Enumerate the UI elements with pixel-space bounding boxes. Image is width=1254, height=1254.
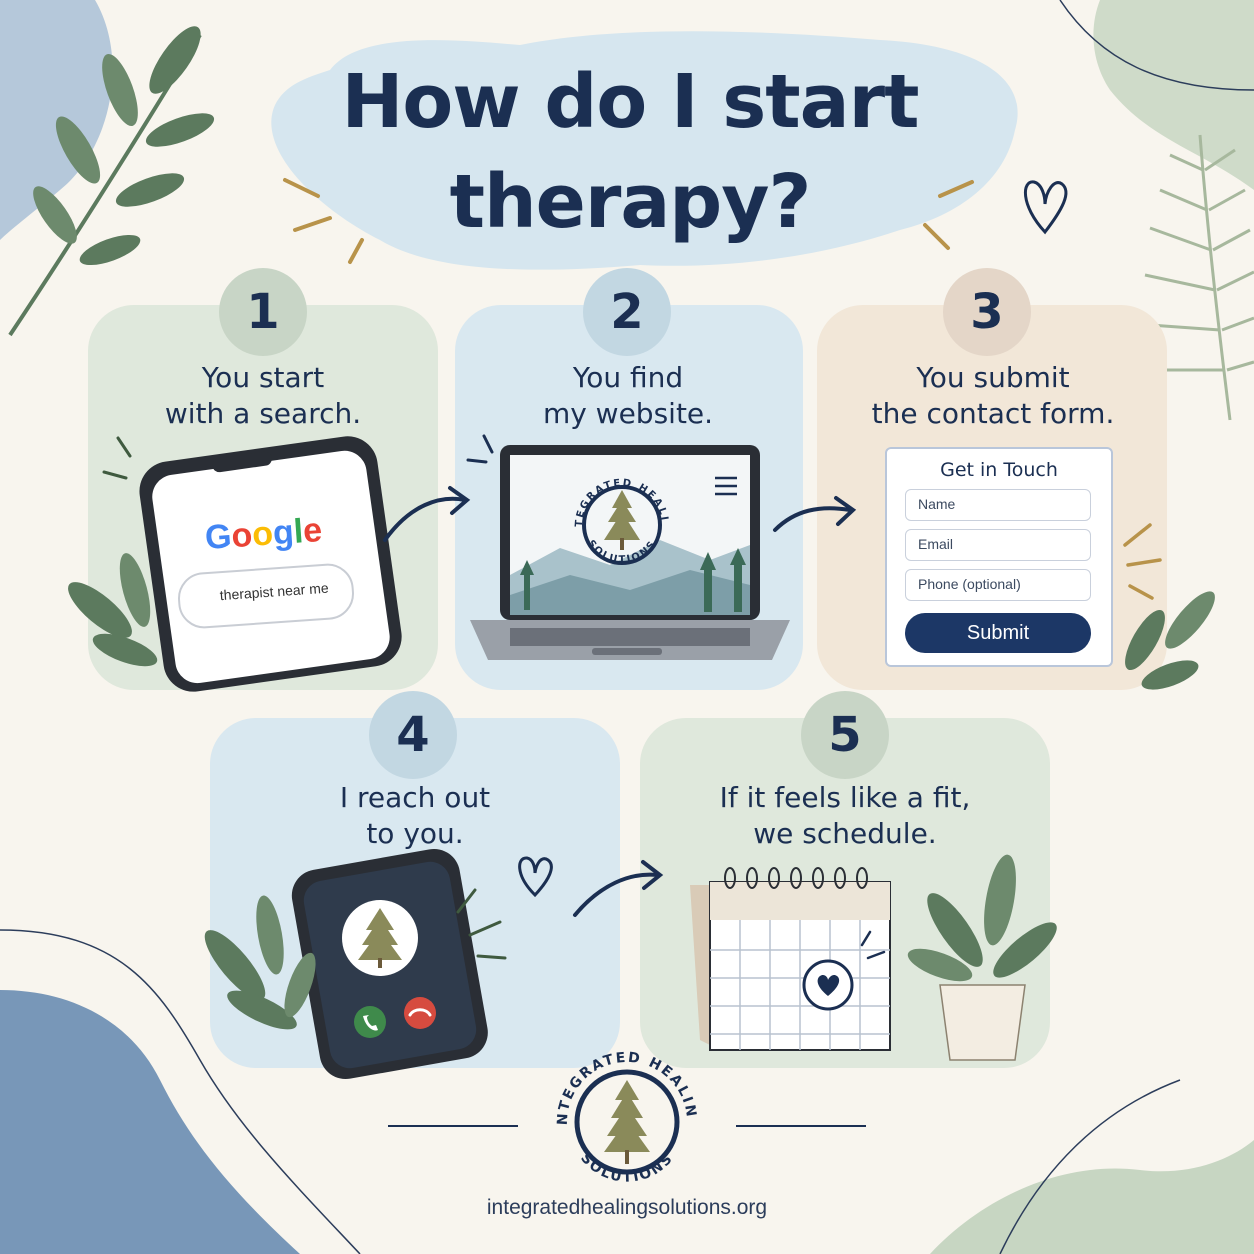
corner-blob-bottom-right xyxy=(930,1140,1254,1254)
calendar-cue-marks xyxy=(860,930,886,960)
corner-blob-top-right xyxy=(1093,0,1254,190)
laptop-icon xyxy=(470,445,790,660)
title-sparkles-right xyxy=(923,180,974,250)
fern-right xyxy=(1144,134,1254,421)
step-4-number: 4 xyxy=(396,707,430,763)
google-logo-letter: G xyxy=(203,517,233,558)
step-2-circle xyxy=(583,268,671,356)
step-4-caption-line1: I reach out xyxy=(339,781,491,814)
title-cloud xyxy=(271,31,1018,270)
google-logo-letter: o xyxy=(230,515,254,556)
swoosh-line-top-right xyxy=(1059,0,1254,91)
email-field-label: Email xyxy=(918,536,954,552)
call-cue-marks xyxy=(456,888,507,960)
logo-ring-footer xyxy=(574,1069,680,1175)
page-title: How do I start therapy? xyxy=(270,52,990,252)
phone-field-label: Phone (optional) xyxy=(918,576,1021,592)
corner-blob-bottom-left xyxy=(0,990,300,1254)
step-1-caption-line1: You start xyxy=(201,361,325,394)
name-field-label: Name xyxy=(918,496,956,512)
phone-cue-marks xyxy=(102,436,132,480)
potted-plant-icon xyxy=(907,854,1057,1061)
leaf-branch-top-left xyxy=(8,26,215,337)
step-1-caption: You start with a search. xyxy=(110,360,416,432)
google-logo-letter: o xyxy=(250,514,275,554)
title-line-2: therapy? xyxy=(449,159,812,245)
search-query: therapist near me xyxy=(219,579,330,604)
google-logo-letter: g xyxy=(271,512,296,553)
contact-form-title: Get in Touch xyxy=(940,459,1058,481)
leaf-cluster-step1 xyxy=(68,553,158,667)
step-4-circle xyxy=(369,691,457,779)
step-3-number: 3 xyxy=(970,284,1004,340)
step-1-caption-line2: with a search. xyxy=(164,397,362,430)
heart-icon-top xyxy=(1023,180,1068,235)
step-3-circle xyxy=(943,268,1031,356)
title-line-1: How do I start xyxy=(341,59,920,145)
name-field[interactable]: Name xyxy=(905,489,1091,521)
step-5-circle xyxy=(801,691,889,779)
step-5-caption: If it feels like a fit, we schedule. xyxy=(670,780,1020,852)
arrow-step4-to-5 xyxy=(573,860,664,917)
submit-button[interactable]: Submit xyxy=(905,613,1091,653)
step-1-number: 1 xyxy=(246,284,280,340)
email-field[interactable]: Email xyxy=(905,529,1091,561)
step-3-caption: You submit the contact form. xyxy=(835,360,1151,432)
footer-url[interactable]: integratedhealingsolutions.org xyxy=(486,1196,768,1219)
arrow-step1-to-2 xyxy=(383,486,471,542)
step-5-number: 5 xyxy=(828,707,862,763)
swoosh-line-bottom-right xyxy=(999,1079,1181,1254)
google-logo-letter: e xyxy=(301,510,324,551)
google-logo: Google xyxy=(204,511,324,558)
title-sparkles-left xyxy=(283,178,364,264)
leaf-cluster-step4 xyxy=(204,895,316,1030)
swoosh-line-left xyxy=(0,929,361,1254)
step-2-caption-line2: my website. xyxy=(542,397,714,430)
step-5-caption-line1: If it feels like a fit, xyxy=(719,781,971,814)
logo-ring-laptop xyxy=(582,485,662,565)
arrow-step2-to-3 xyxy=(773,496,857,532)
step-1-circle xyxy=(219,268,307,356)
laptop-cue-marks xyxy=(466,434,494,464)
heart-icon-calendar xyxy=(817,974,840,996)
heart-icon-step4 xyxy=(518,856,553,898)
contact-form: Get in Touch Name Email Phone (optional)… xyxy=(885,447,1113,667)
step-2-caption: You find my website. xyxy=(475,360,781,432)
step-3-caption-line2: the contact form. xyxy=(871,397,1115,430)
smartphone-icon xyxy=(139,436,402,692)
step-4-caption-line2: to you. xyxy=(366,817,464,850)
step-2-caption-line1: You find xyxy=(572,361,684,394)
step-4-caption: I reach out to you. xyxy=(260,780,570,852)
accept-call-icon xyxy=(354,1006,386,1038)
step-5-caption-line2: we schedule. xyxy=(753,817,937,850)
decline-call-icon xyxy=(404,997,436,1029)
pine-tree-icon-caller xyxy=(358,908,402,968)
form-sparkles xyxy=(1123,523,1162,600)
corner-blob-top-left xyxy=(0,0,113,240)
menu-icon xyxy=(715,476,737,496)
calendar-icon xyxy=(690,867,891,1051)
step-2-number: 2 xyxy=(610,284,644,340)
leaf-cluster-step3 xyxy=(1125,591,1215,690)
phone-field[interactable]: Phone (optional) xyxy=(905,569,1091,601)
step-3-caption-line1: You submit xyxy=(916,361,1070,394)
